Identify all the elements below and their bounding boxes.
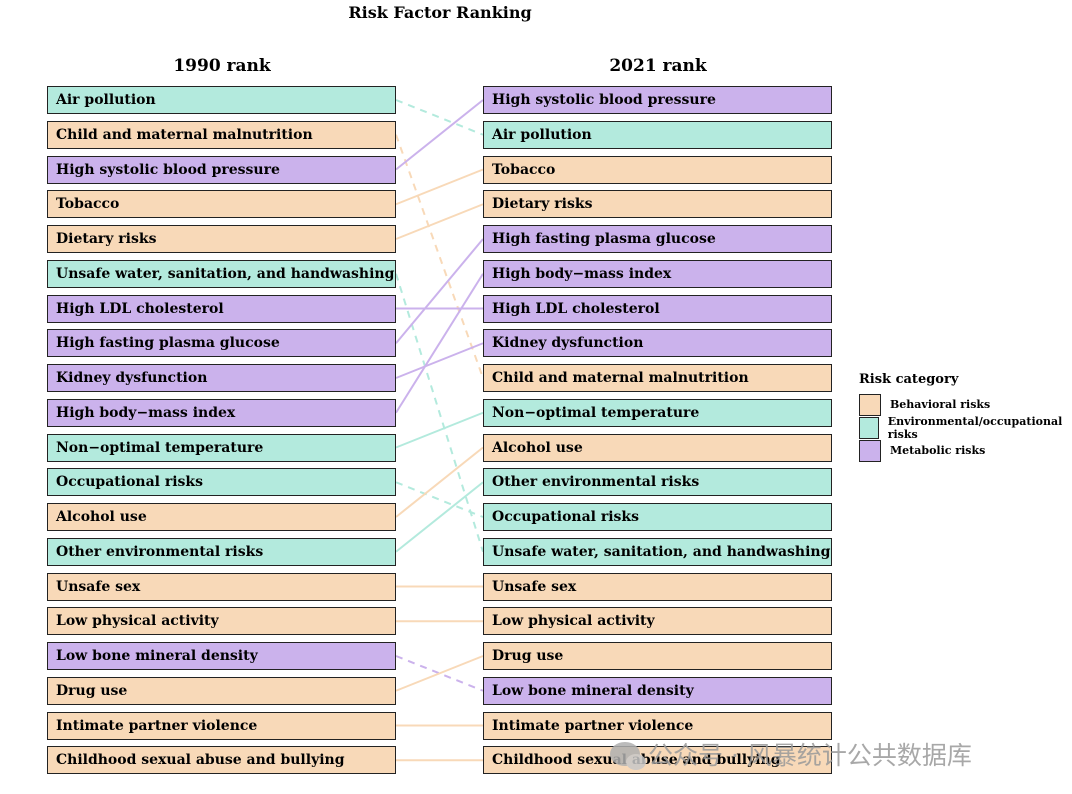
box-1990-high-ldl-cholesterol: High LDL cholesterol (47, 294, 396, 323)
box-2021-tobacco: Tobacco (483, 155, 832, 184)
legend-swatch (859, 416, 879, 439)
legend-swatch (859, 393, 881, 416)
box-2021-drug-use: Drug use (483, 642, 832, 670)
box-1990-tobacco: Tobacco (47, 190, 396, 219)
box-2021-non-optimal-temperature: Non−optimal temperature (483, 398, 832, 427)
chart-title: Risk Factor Ranking (348, 3, 532, 22)
box-1990-low-physical-activity: Low physical activity (47, 607, 396, 636)
box-2021-unsafe-water-sanitation-and-handwashing: Unsafe water, sanitation, and handwashin… (483, 537, 832, 566)
legend-label: Behavioral risks (890, 398, 991, 411)
column-title-1990: 1990 rank (173, 56, 271, 76)
box-1990-low-bone-mineral-density: Low bone mineral density (47, 642, 396, 670)
box-1990-child-and-maternal-malnutrition: Child and maternal malnutrition (47, 120, 396, 149)
connector-other-environmental-risks (395, 481, 484, 553)
box-1990-intimate-partner-violence: Intimate partner violence (47, 711, 396, 740)
legend-item-behavioral-risks: Behavioral risks (859, 393, 1072, 416)
box-2021-high-fasting-plasma-glucose: High fasting plasma glucose (483, 225, 832, 253)
box-2021-high-body-mass-index: High body−mass index (483, 259, 832, 288)
wechat-icon (610, 742, 646, 770)
box-2021-intimate-partner-violence: Intimate partner violence (483, 711, 832, 740)
watermark-text: 公众号 · 风暴统计公共数据库 (648, 741, 972, 770)
box-1990-other-environmental-risks: Other environmental risks (47, 537, 396, 566)
box-2021-dietary-risks: Dietary risks (483, 190, 832, 219)
legend-label: Metabolic risks (890, 444, 986, 457)
connector-kidney-dysfunction (395, 342, 484, 379)
box-1990-drug-use: Drug use (47, 676, 396, 705)
connector-high-systolic-blood-pressure (395, 99, 484, 171)
legend-label: Environmental/occupational risks (887, 414, 1063, 441)
connector-air-pollution (395, 99, 484, 136)
connector-occupational-risks (395, 481, 484, 518)
connector-drug-use (395, 655, 484, 692)
connector-dietary-risks (395, 203, 484, 240)
box-2021-high-systolic-blood-pressure: High systolic blood pressure (483, 86, 832, 114)
box-2021-low-physical-activity: Low physical activity (483, 607, 832, 636)
box-2021-child-and-maternal-malnutrition: Child and maternal malnutrition (483, 364, 832, 392)
box-2021-occupational-risks: Occupational risks (483, 503, 832, 531)
box-1990-occupational-risks: Occupational risks (47, 468, 396, 497)
connector-alcohol-use (395, 446, 484, 518)
box-1990-childhood-sexual-abuse-and-bullying: Childhood sexual abuse and bullying (47, 746, 396, 775)
box-2021-other-environmental-risks: Other environmental risks (483, 468, 832, 497)
box-1990-unsafe-water-sanitation-and-handwashing: Unsafe water, sanitation, and handwashin… (47, 259, 396, 288)
box-1990-high-body-mass-index: High body−mass index (47, 398, 396, 427)
box-1990-kidney-dysfunction: Kidney dysfunction (47, 364, 396, 392)
connector-high-fasting-plasma-glucose (395, 238, 484, 344)
box-1990-high-systolic-blood-pressure: High systolic blood pressure (47, 155, 396, 184)
connector-unsafe-water-sanitation-and-handwashing (395, 273, 484, 553)
connector-child-and-maternal-malnutrition (395, 134, 484, 379)
box-2021-unsafe-sex: Unsafe sex (483, 572, 832, 601)
connector-high-body-mass-index (395, 273, 484, 414)
watermark: 公众号 · 风暴统计公共数据库 (610, 736, 972, 772)
box-2021-alcohol-use: Alcohol use (483, 433, 832, 462)
column-title-2021: 2021 rank (609, 56, 707, 76)
box-2021-low-bone-mineral-density: Low bone mineral density (483, 676, 832, 705)
legend-item-environmental-occupational-risks: Environmental/occupational risks (859, 414, 1072, 441)
box-1990-air-pollution: Air pollution (47, 86, 396, 114)
box-1990-non-optimal-temperature: Non−optimal temperature (47, 433, 396, 462)
connector-non-optimal-temperature (395, 411, 484, 449)
connector-tobacco (395, 168, 484, 206)
legend-title: Risk category (859, 372, 959, 387)
box-1990-alcohol-use: Alcohol use (47, 503, 396, 531)
box-1990-high-fasting-plasma-glucose: High fasting plasma glucose (47, 329, 396, 358)
box-1990-dietary-risks: Dietary risks (47, 225, 396, 253)
connector-low-bone-mineral-density (395, 655, 484, 692)
legend-swatch (859, 439, 881, 462)
box-2021-air-pollution: Air pollution (483, 120, 832, 149)
box-2021-high-ldl-cholesterol: High LDL cholesterol (483, 294, 832, 323)
box-1990-unsafe-sex: Unsafe sex (47, 572, 396, 601)
box-2021-kidney-dysfunction: Kidney dysfunction (483, 329, 832, 358)
legend-item-metabolic-risks: Metabolic risks (859, 439, 1072, 462)
